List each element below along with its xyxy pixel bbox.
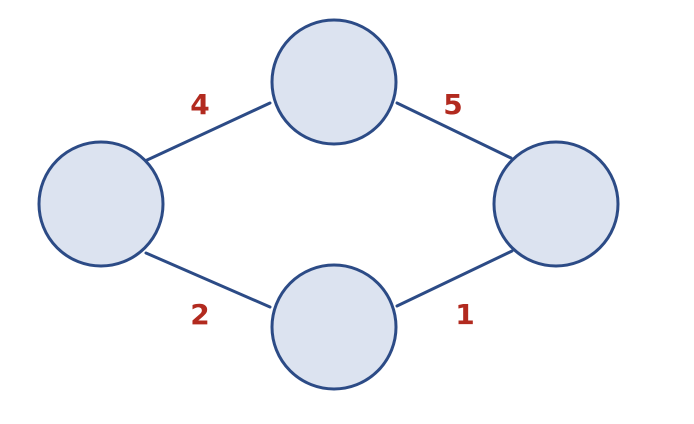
edge-weight-top-right: 5: [443, 88, 462, 121]
edge-left-bottom: [144, 251, 272, 309]
edge-weight-bottom-right: 1: [455, 298, 474, 331]
edge-left-top: [143, 101, 272, 163]
node-right: [492, 140, 620, 268]
edge-weight-labels: 4 5 2 1: [190, 88, 474, 331]
edge-weight-left-top: 4: [190, 88, 209, 121]
edge-weight-left-bottom: 2: [190, 298, 209, 331]
node-bottom: [270, 263, 398, 391]
edge-top-right: [395, 101, 513, 160]
edges-layer: [143, 101, 514, 309]
edge-bottom-right: [395, 249, 514, 308]
nodes-layer: [37, 18, 620, 391]
node-left: [37, 140, 165, 268]
node-top: [270, 18, 398, 146]
